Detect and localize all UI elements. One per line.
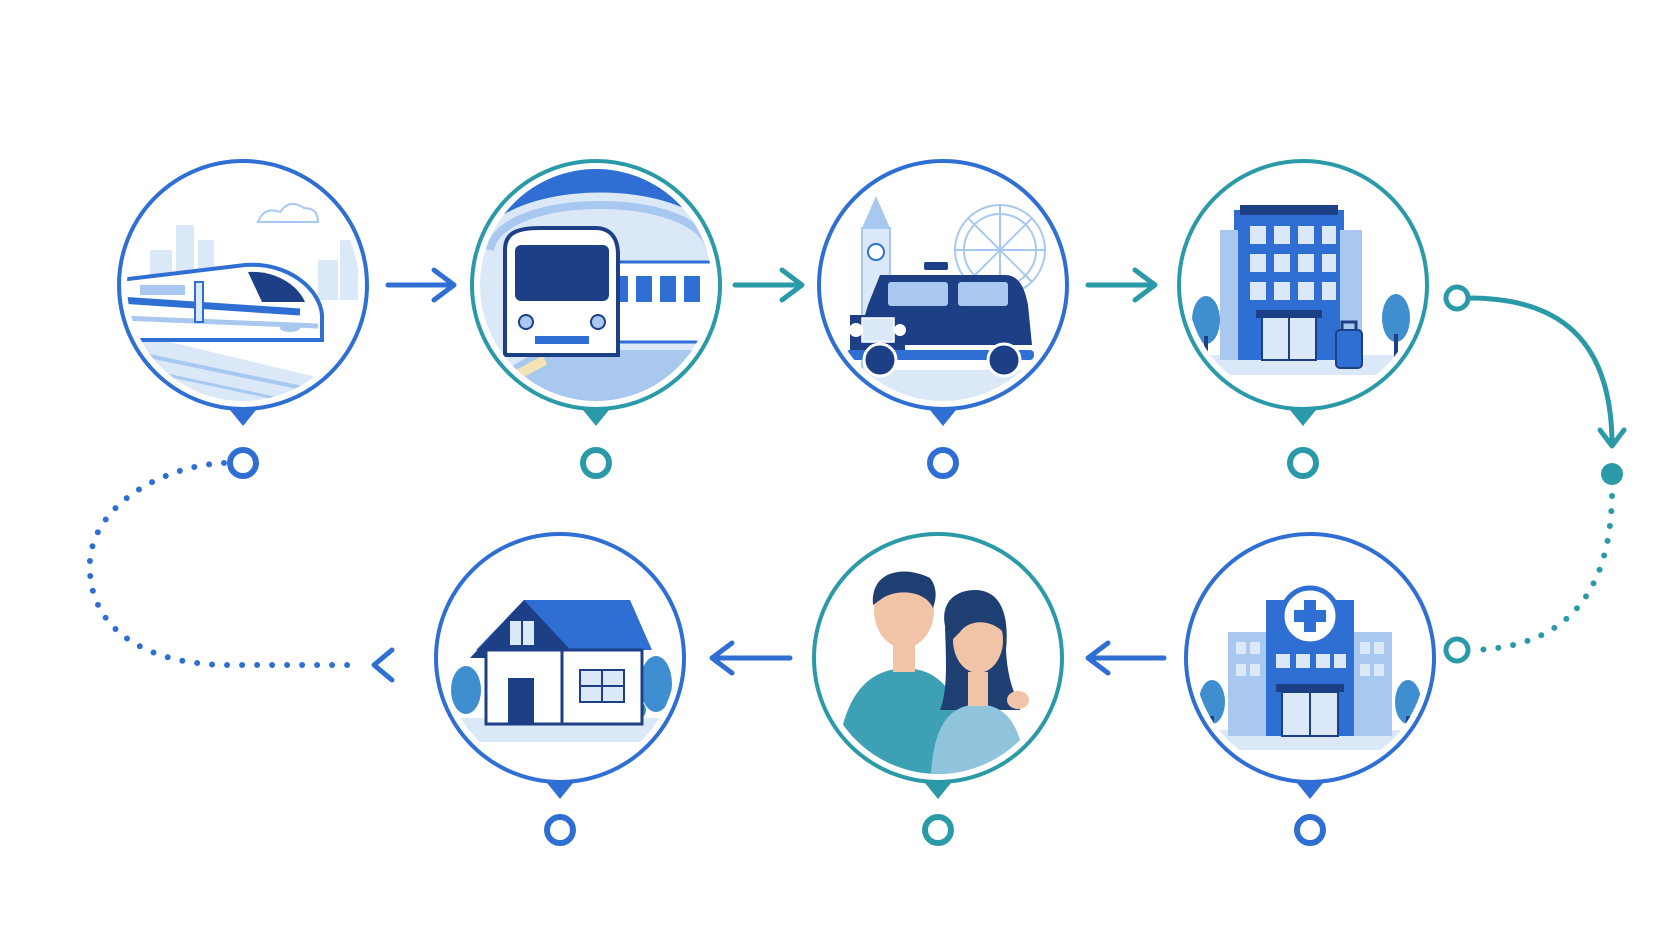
step-marker <box>1294 814 1326 846</box>
step-london-taxi <box>817 159 1069 479</box>
arrow-hospital-to-couple <box>1085 640 1167 676</box>
step-marker <box>580 447 612 479</box>
step-marker <box>227 447 259 479</box>
step-marker <box>544 814 576 846</box>
step-couple <box>812 532 1064 846</box>
hotel-building-icon <box>1187 169 1419 401</box>
curve-hotel-to-hospital <box>1443 284 1627 664</box>
arrow-couple-to-home <box>709 640 793 676</box>
arrow-taxi-to-hotel <box>1085 267 1158 303</box>
arrow-metro-to-taxi <box>732 267 805 303</box>
step-marker <box>927 447 959 479</box>
loop-home-to-train <box>86 460 395 683</box>
couple-icon <box>822 542 1054 774</box>
step-hospital <box>1184 532 1436 846</box>
step-metro-train <box>470 159 722 479</box>
step-home <box>434 532 686 846</box>
tree-icon <box>1192 294 1410 360</box>
suitcase-icon <box>1335 320 1363 369</box>
arrow-train-to-metro <box>385 267 457 303</box>
woman-figure <box>930 590 1028 774</box>
house-icon <box>444 542 676 774</box>
london-taxi-icon <box>827 169 1059 401</box>
step-hotel <box>1177 159 1429 479</box>
step-marker <box>922 814 954 846</box>
step-marker <box>1287 447 1319 479</box>
door <box>508 678 534 724</box>
step-high-speed-train <box>117 159 369 479</box>
hand <box>1007 691 1029 709</box>
hospital-building-icon <box>1194 542 1426 774</box>
